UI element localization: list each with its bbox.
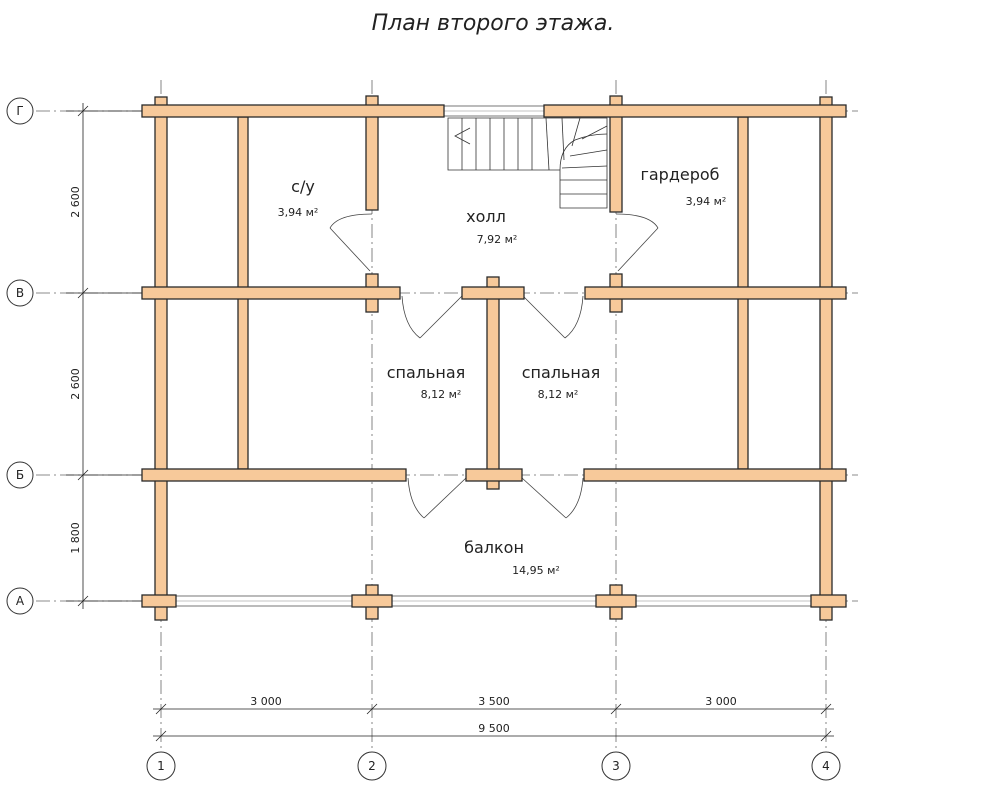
doors — [329, 213, 659, 519]
wall-axis-b-right — [583, 468, 847, 482]
dim-horizontal-3: 3 000 — [705, 695, 737, 708]
dim-tick — [820, 730, 832, 742]
door-leaf — [329, 227, 371, 272]
room-name-bedroom-right: спальная — [522, 363, 601, 382]
dim-tick — [610, 703, 622, 715]
dim-tick — [155, 730, 167, 742]
axis-bubble-a — [6, 587, 34, 615]
axis-bubble-1 — [146, 751, 176, 781]
stair-outline — [447, 117, 608, 209]
wall-wardrobe-partition — [609, 95, 623, 213]
wall-axis-v-left — [141, 286, 401, 300]
horizontal-dimensions: 3 000 3 500 3 000 9 500 — [153, 695, 834, 742]
room-name-hall: холл — [466, 207, 506, 226]
room-name-balcony: балкон — [464, 538, 524, 557]
stair-direction-arrow — [454, 127, 471, 145]
plan-title: План второго этажа. — [372, 11, 615, 36]
axis-bubble-g — [6, 97, 34, 125]
wall-axis-b-center — [465, 468, 523, 482]
room-labels: с/у 3,94 м² холл 7,92 м² гардероб 3,94 м… — [278, 165, 727, 577]
door-swing — [407, 477, 425, 519]
wall-axis-a-corner — [810, 594, 847, 608]
door-swing — [564, 295, 584, 339]
room-name-bedroom-left: спальная — [387, 363, 466, 382]
axis-label-4: 4 — [822, 759, 830, 773]
dim-horizontal-1: 3 000 — [250, 695, 282, 708]
axis-label-3: 3 — [612, 759, 620, 773]
dim-vertical-1: 2 600 — [69, 186, 82, 218]
axis-label-1: 1 — [157, 759, 165, 773]
axis-label-b: Б — [16, 468, 24, 482]
door-swing — [615, 213, 659, 229]
wall-axis-v-right — [584, 286, 847, 300]
wall-bedroom-partition — [486, 276, 500, 490]
axis-label-2: 2 — [368, 759, 376, 773]
axis-label-g: Г — [16, 104, 23, 118]
vertical-dimensions: 2 600 2 600 1 800 — [66, 103, 146, 609]
dim-tick — [366, 703, 378, 715]
door-leaf — [522, 295, 566, 339]
dim-vertical-3: 1 800 — [69, 522, 82, 554]
dim-tick — [77, 105, 89, 117]
wall-axis-g-left — [141, 104, 445, 118]
room-area-wardrobe: 3,94 м² — [686, 195, 727, 208]
wall-axis-b-left — [141, 468, 407, 482]
axis-bubble-4 — [811, 751, 841, 781]
wall-axis-g-right — [543, 104, 847, 118]
row-axis-markers: Г В Б А — [6, 97, 34, 615]
door-leaf — [423, 477, 467, 519]
wall-axis-4 — [819, 96, 833, 621]
door-leaf — [521, 477, 567, 519]
dim-tick — [820, 703, 832, 715]
door-leaf — [419, 295, 463, 339]
door-swing — [565, 477, 584, 519]
axis-bubble-v — [6, 279, 34, 307]
axis-bubble-3 — [601, 751, 631, 781]
stair-window — [442, 105, 546, 117]
wall-axis-a-corner — [141, 594, 177, 608]
room-name-wardrobe: гардероб — [640, 165, 719, 184]
axis-label-v: В — [16, 286, 24, 300]
room-area-bedroom-right: 8,12 м² — [538, 388, 579, 401]
balcony-railing — [174, 595, 813, 607]
door-leaf — [617, 227, 659, 272]
balcony-post — [595, 594, 637, 608]
door-swing — [401, 295, 421, 339]
door-swing — [329, 213, 373, 229]
dim-tick — [77, 287, 89, 299]
dim-vertical-2: 2 600 — [69, 368, 82, 400]
axis-bubble-2 — [357, 751, 387, 781]
dim-horizontal-2: 3 500 — [478, 695, 510, 708]
room-area-bedroom-left: 8,12 м² — [421, 388, 462, 401]
wall-axis-1 — [154, 96, 168, 621]
dim-tick — [77, 595, 89, 607]
room-area-bathroom: 3,94 м² — [278, 206, 319, 219]
room-name-bathroom: с/у — [291, 177, 315, 196]
dim-tick — [155, 703, 167, 715]
wall-axis-v-center — [461, 286, 525, 300]
room-area-hall: 7,92 м² — [477, 233, 518, 246]
axis-bubble-b — [6, 461, 34, 489]
dim-total: 9 500 — [478, 722, 510, 735]
col-axis-markers: 1 2 3 4 — [146, 751, 841, 781]
wall-bathroom-partition — [365, 95, 379, 211]
dim-tick — [77, 469, 89, 481]
balcony-post — [351, 594, 393, 608]
stair-inner-curve — [559, 133, 608, 171]
walls — [141, 95, 847, 621]
axis-label-a: А — [16, 594, 25, 608]
room-area-balcony: 14,95 м² — [512, 564, 560, 577]
staircase — [447, 117, 608, 209]
